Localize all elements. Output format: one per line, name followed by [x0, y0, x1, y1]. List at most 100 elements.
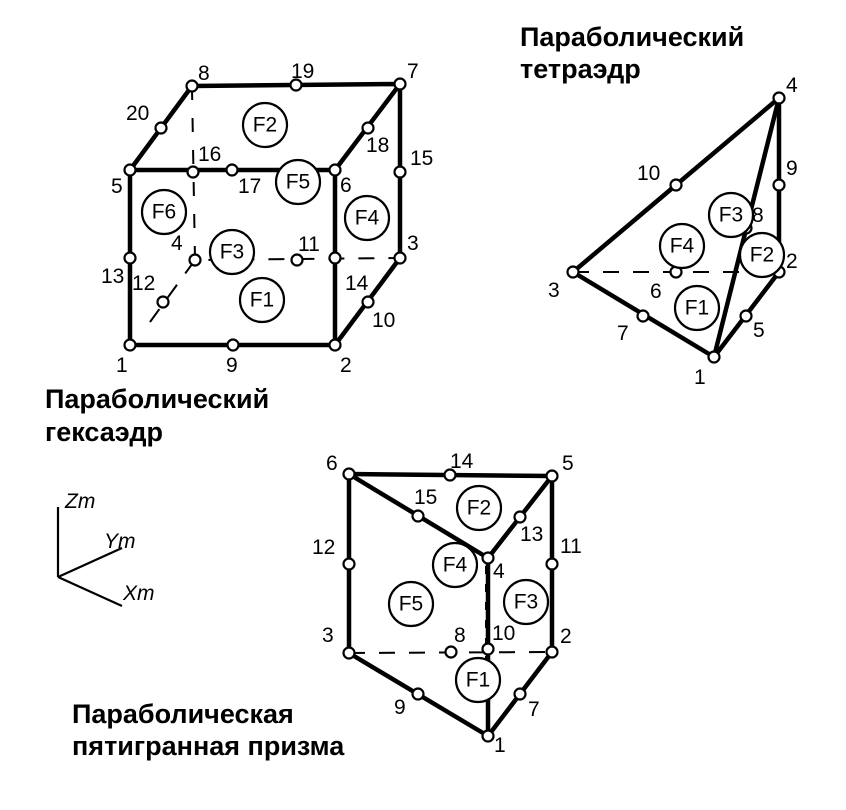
hex-node-label-3: 3 [407, 232, 419, 255]
prism-node-label-6: 6 [326, 452, 338, 475]
prism-face-f5-label: F5 [399, 593, 424, 616]
hex-node-7 [393, 77, 407, 91]
prism-node-8 [444, 645, 458, 659]
prism-node-label-3: 3 [322, 624, 334, 647]
prism-title-line-2: пятигранная призма [72, 731, 345, 761]
prism-node-13 [513, 510, 527, 524]
tet-face-f3-circle [707, 191, 755, 239]
hex-node-label-20: 20 [126, 102, 149, 125]
tetrahedron-title-line-2: тетраэдр [520, 54, 641, 84]
prism-node-15 [411, 509, 425, 523]
tet-face-f4-label: F4 [670, 235, 695, 258]
hex-face-f3-label: F3 [220, 241, 245, 264]
prism-node-label-9: 9 [394, 696, 406, 719]
coordinate-axes: Zm Ym Xm [56, 490, 155, 608]
tetrahedron-title-line-1: Параболический [520, 22, 744, 52]
hex-node-label-14: 14 [345, 272, 369, 295]
hex-node-label-7: 7 [407, 60, 419, 83]
hex-node-label-16: 16 [198, 143, 221, 166]
tet-node-3 [566, 265, 580, 279]
tet-node-7 [636, 309, 650, 323]
prism-node-label-2: 2 [560, 625, 572, 648]
hex-node-13 [123, 251, 137, 265]
hexahedron-title-line-1: Параболический [45, 384, 269, 414]
hex-face-f1-circle [238, 276, 286, 324]
prism-node-3 [342, 646, 356, 660]
prism-node-1 [481, 729, 495, 743]
prism-node-label-13: 13 [520, 523, 543, 546]
hex-node-15 [393, 165, 407, 179]
tet-node-10 [669, 178, 683, 192]
hex-node-label-9: 9 [226, 354, 238, 377]
tet-node-label-9: 9 [786, 157, 798, 180]
hex-face-f2-label: F2 [253, 114, 278, 137]
prism-face-f2-label: F2 [467, 497, 492, 520]
prism-face-f4-circle [431, 541, 479, 589]
hexahedron-element: 1 2 3 4 5 6 7 8 9 10 11 12 13 14 15 16 1… [101, 60, 433, 377]
hex-face-f5-circle [274, 158, 322, 206]
tet-node-label-7: 7 [617, 322, 629, 345]
hex-node-label-6: 6 [340, 174, 352, 197]
prism-face-f3-circle [502, 578, 550, 626]
hex-node-19 [289, 78, 303, 92]
tet-face-f1-label: F1 [685, 297, 710, 320]
hex-face-f1-label: F1 [250, 289, 275, 312]
hex-node-17 [225, 163, 239, 177]
prism-face-f3-label: F3 [514, 591, 539, 614]
hex-node-20 [154, 121, 168, 135]
prism-face-f4-label: F4 [443, 554, 468, 577]
hex-face-f3-circle [208, 228, 256, 276]
hex-node-3 [393, 251, 407, 265]
y-axis [57, 546, 123, 579]
hex-node-6 [328, 163, 342, 177]
tet-node-1 [707, 350, 721, 364]
prism-face-f5-circle [387, 580, 435, 628]
tetrahedron-element: 1 2 3 4 5 6 7 8 9 10 F1 F2 F3 F4 [548, 74, 798, 389]
hex-face-f4-circle [343, 194, 391, 242]
hex-node-1 [123, 338, 137, 352]
titles: Параболический тетраэдр Параболический г… [45, 22, 744, 761]
prism-node-label-7: 7 [528, 698, 540, 721]
prism-face-f1-circle [454, 656, 502, 704]
hex-face-f6-label: F6 [152, 201, 177, 224]
hex-node-8 [185, 79, 199, 93]
hex-node-label-18: 18 [366, 134, 389, 157]
hex-node-label-17: 17 [238, 175, 261, 198]
tet-node-9 [772, 178, 786, 192]
tet-face-f4-circle [658, 222, 706, 270]
hex-node-12 [156, 295, 170, 309]
tet-face-f1-circle [673, 284, 721, 332]
prism-node-label-15: 15 [414, 486, 437, 509]
hex-node-2 [328, 338, 342, 352]
tet-face-f2-label: F2 [750, 244, 775, 267]
hex-node-label-5: 5 [111, 175, 123, 198]
hex-node-label-10: 10 [372, 309, 395, 332]
hex-face-f6-circle [140, 188, 188, 236]
tet-node-label-3: 3 [548, 279, 560, 302]
prism-face-f1-label: F1 [466, 669, 491, 692]
prism-node-label-8: 8 [454, 624, 466, 647]
tet-node-4 [772, 91, 786, 105]
hex-face-f2-circle [241, 101, 289, 149]
tet-node-label-10: 10 [637, 162, 660, 185]
tet-node-label-4: 4 [786, 74, 798, 97]
prism-node-14 [443, 468, 457, 482]
hex-node-label-2: 2 [340, 354, 352, 377]
hex-node-5 [123, 163, 137, 177]
tet-node-label-1: 1 [694, 366, 706, 389]
tet-face-f2-circle [738, 231, 786, 279]
hex-node-label-4: 4 [171, 232, 183, 255]
hexahedron-title-line-2: гексаэдр [45, 417, 163, 447]
hex-node-11 [290, 253, 304, 267]
prism-node-label-10: 10 [492, 622, 515, 645]
prism-node-9 [411, 687, 425, 701]
hex-node-10 [361, 295, 375, 309]
prism-node-12 [342, 557, 356, 571]
tet-face-f3-label: F3 [719, 204, 744, 227]
hex-face-f5-label: F5 [286, 171, 311, 194]
prism-node-label-14: 14 [450, 450, 474, 473]
y-axis-label: Ym [104, 530, 136, 553]
tet-node-label-6: 6 [650, 280, 662, 303]
